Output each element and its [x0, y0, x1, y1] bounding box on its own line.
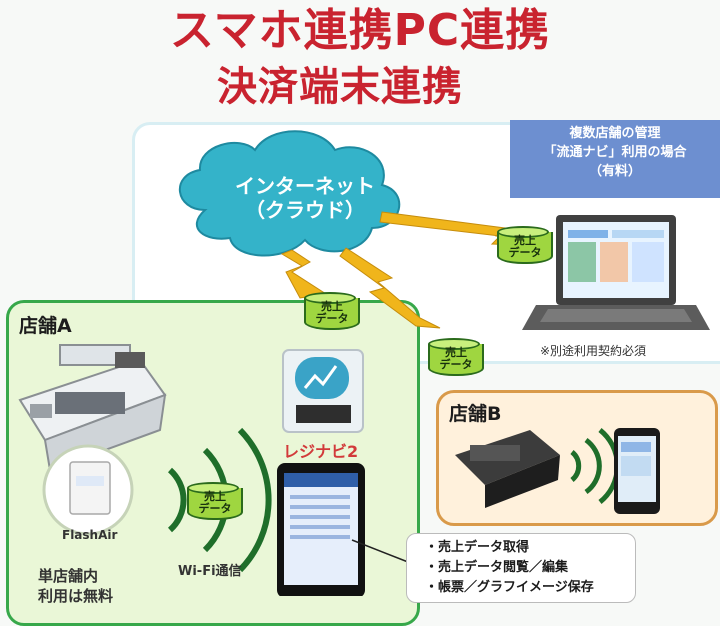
- sales-data-top: 売上: [514, 234, 536, 247]
- multi-store-box: 複数店舗の管理 「流通ナビ」利用の場合 （有料）: [510, 120, 720, 198]
- wifi-label: Wi-Fi通信: [178, 564, 242, 579]
- diagram-graphics: [18, 130, 710, 596]
- single-store-line-2: 利用は無料: [38, 587, 114, 605]
- title-line-1: スマホ連携PC連携: [169, 5, 551, 56]
- multi-store-line-1: 複数店舗の管理: [569, 126, 661, 141]
- feature-list-box: ・売上データ取得 ・売上データ閲覧／編集 ・帳票／グラフイメージ保存: [406, 533, 636, 603]
- sales-data-top: 売上: [445, 346, 467, 359]
- sales-data-bottom: データ: [315, 312, 349, 325]
- cash-register-b-icon: [455, 430, 560, 508]
- multi-store-line-3: （有料）: [588, 164, 641, 179]
- sales-data-cylinder-cloud-a: 売上データ: [304, 292, 360, 332]
- pc-contract-note: ※別途利用契約必須: [540, 344, 647, 358]
- cloud-label-line-1: インターネット: [235, 174, 375, 198]
- wifi-signal-b-icon: [570, 428, 620, 504]
- flashair-label: FlashAir: [62, 528, 118, 542]
- tablet-icon: [277, 463, 365, 596]
- sales-data-bottom: データ: [508, 246, 542, 259]
- regi-navi-app-icon: [282, 349, 364, 433]
- feature-item-3: ・帳票／グラフイメージ保存: [425, 580, 594, 595]
- sales-data-top: 売上: [321, 300, 343, 313]
- feature-item-1: ・売上データ取得: [425, 540, 530, 555]
- single-store-line-1: 単店舗内: [38, 567, 99, 585]
- sales-data-cylinder-cloud-b: 売上データ: [428, 338, 484, 378]
- smartphone-icon: [614, 428, 660, 514]
- sales-data-cylinder-wifi: 売上データ: [187, 482, 243, 522]
- flashair-card-icon: [42, 444, 134, 536]
- sales-data-cylinder-pc: 売上データ: [497, 226, 553, 266]
- feature-item-2: ・売上データ閲覧／編集: [425, 560, 569, 575]
- tablet-pointer-line: [351, 539, 409, 563]
- sales-data-bottom: データ: [439, 358, 473, 371]
- laptop-icon: [522, 215, 710, 330]
- store-a-label: 店舗A: [19, 315, 72, 337]
- cloud-icon: [179, 130, 401, 257]
- cloud-label-line-2: （クラウド）: [245, 198, 365, 222]
- regi-navi-label: レジナビ2: [283, 442, 359, 461]
- single-store-note: 単店舗内 利用は無料: [38, 566, 113, 606]
- store-b-label: 店舗B: [449, 403, 502, 425]
- cloud-label: インターネット （クラウド）: [210, 174, 400, 222]
- sales-data-top: 売上: [204, 490, 226, 503]
- title-line-2: 決済端末連携: [217, 64, 463, 110]
- multi-store-line-2: 「流通ナビ」利用の場合: [543, 145, 687, 160]
- sales-data-bottom: データ: [198, 502, 232, 515]
